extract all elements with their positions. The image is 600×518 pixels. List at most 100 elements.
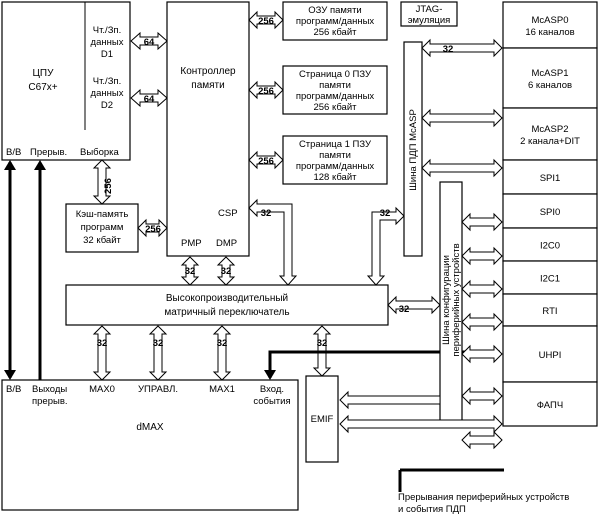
rom1-label-2: памяти [319, 150, 351, 161]
peripheral-block [502, 1, 598, 49]
bus-width-max1: 32 [217, 338, 228, 349]
rom0-label-1: Страница 0 ПЗУ [299, 69, 372, 80]
cache-label-3: 32 кбайт [83, 235, 121, 246]
memctrl-title: Контроллер [180, 66, 236, 77]
bus-width-fetch: 256 [103, 178, 114, 194]
rom1-label-1: Страница 1 ПЗУ [299, 139, 372, 150]
peripheral-name: McASP2 [532, 124, 569, 135]
peripheral-name: I2C1 [540, 274, 560, 285]
bus-arrow-ctrl [148, 325, 168, 381]
peripheral-name: McASP0 [532, 15, 569, 26]
cpu-rw2-label-c: D2 [101, 100, 113, 111]
bus-width-cfg-switch: 32 [399, 304, 410, 315]
memctrl-title-2: памяти [191, 80, 224, 91]
peripheral-block [502, 107, 598, 161]
bus-width-dmp: 32 [221, 266, 232, 277]
dmax-out-label-1: Выходы [32, 384, 67, 395]
ram-block [282, 1, 388, 41]
bus-arrow-mcasp-switch [366, 206, 405, 286]
bus-width-d1: 64 [144, 37, 155, 48]
bus-width-pmp: 32 [185, 266, 196, 277]
rom1-label-4: 128 кбайт [313, 172, 357, 183]
bus-width-ram: 256 [258, 16, 274, 27]
cpu-rw2-label-b: данных [91, 88, 124, 99]
cpu-int-label: Прерыв. [30, 147, 67, 158]
config-bus-label-2: периферийных устройств [451, 243, 462, 356]
dmax-max1-label: MAX1 [209, 384, 235, 395]
bus-width-ctrl: 32 [153, 338, 164, 349]
footer-label-1: Прерывания периферийных устройств [398, 492, 569, 503]
ram-label-1: ОЗУ памяти [308, 5, 361, 16]
event-line-to-dmax [268, 350, 500, 378]
peripheral-block [502, 159, 598, 195]
bus-width-rom0: 256 [258, 86, 274, 97]
bus-width-emif: 32 [317, 338, 328, 349]
config-bus-arrows [339, 212, 503, 450]
peripheral-block [502, 325, 598, 383]
peripheral-block [502, 260, 598, 295]
bus-arrow-fetch [92, 159, 112, 205]
bus-width-rom1: 256 [258, 156, 274, 167]
bus-arrow-cfg-switch [387, 295, 441, 315]
peripheral-detail: 6 каналов [528, 80, 572, 91]
dmax-event-label-2: события [253, 396, 290, 407]
peripheral-name: SPI1 [540, 173, 561, 184]
footer-label-2: и события ПДП [398, 504, 466, 515]
dmax-int-arrowhead [34, 160, 46, 170]
peripheral-name: RTI [542, 306, 557, 317]
bus-arrow-mcasp0 [421, 38, 503, 58]
cpu-rw2-label: Чт./Зп. [93, 76, 121, 87]
cpu-io-arrowhead-down [4, 370, 16, 380]
emif-block [305, 375, 339, 463]
cpu-block [1, 1, 131, 161]
dmax-max0-label: MAX0 [89, 384, 115, 395]
bus-arrow-max0 [92, 325, 112, 381]
memory-controller-block [166, 1, 250, 257]
dmax-block [1, 379, 299, 511]
memctrl-csp-label: CSP [218, 208, 238, 219]
cpu-title: ЦПУ [33, 68, 55, 79]
bus-width-d2: 64 [144, 94, 155, 105]
bus-width-max0: 32 [97, 338, 108, 349]
config-bus-label-1: Шина конфигурации [441, 255, 452, 345]
dmax-io-label: В/В [6, 384, 21, 395]
ram-label-2: программ/данных [296, 16, 375, 27]
bus-width-cache: 256 [145, 224, 161, 235]
cache-block [65, 203, 139, 253]
rom0-label-3: программ/данных [296, 91, 375, 102]
dmax-title: dMAX [136, 422, 164, 433]
cpu-rw1-label-b: данных [91, 37, 124, 48]
event-arrowhead [264, 370, 276, 380]
cache-label-2: программ [81, 222, 124, 233]
jtag-label-2: эмуляция [408, 15, 451, 26]
switch-label-1: Высокопроизводительный [166, 293, 288, 304]
peripheral-block [502, 193, 598, 229]
emif-label: EMIF [311, 414, 334, 425]
cpu-rw1-label-c: D1 [101, 49, 113, 60]
rom1-label-3: программ/данных [296, 161, 375, 172]
mcasp-bus-label: Шина ПДП McASP [408, 109, 419, 191]
peripheral-block [502, 381, 598, 427]
cpu-io-label: В/В [6, 147, 21, 158]
bus-arrow-csp [248, 198, 298, 286]
bus-arrow-mcasp2 [421, 158, 503, 178]
memctrl-pmp-label: PMP [181, 238, 202, 249]
peripheral-name: ФАПЧ [537, 400, 563, 411]
memctrl-dmp-label: DMP [216, 238, 237, 249]
peripheral-detail: 16 каналов [525, 27, 574, 38]
dmax-out-label-2: прерыв. [32, 396, 68, 407]
bus-arrow-max1 [212, 325, 232, 381]
bus-arrow-cache [137, 218, 168, 238]
bus-width-csp: 32 [261, 208, 272, 219]
crossbar-switch-block [65, 284, 389, 326]
bus-arrow-mcasp1 [421, 108, 503, 128]
dmax-event-label-1: Вход. [260, 384, 284, 395]
bus-arrow-cfg-emif [339, 390, 441, 410]
rom-page0-block [282, 65, 388, 115]
jtag-label-1: JTAG- [416, 4, 443, 15]
peripheral-name: McASP1 [532, 68, 569, 79]
rom0-label-4: 256 кбайт [313, 102, 357, 113]
